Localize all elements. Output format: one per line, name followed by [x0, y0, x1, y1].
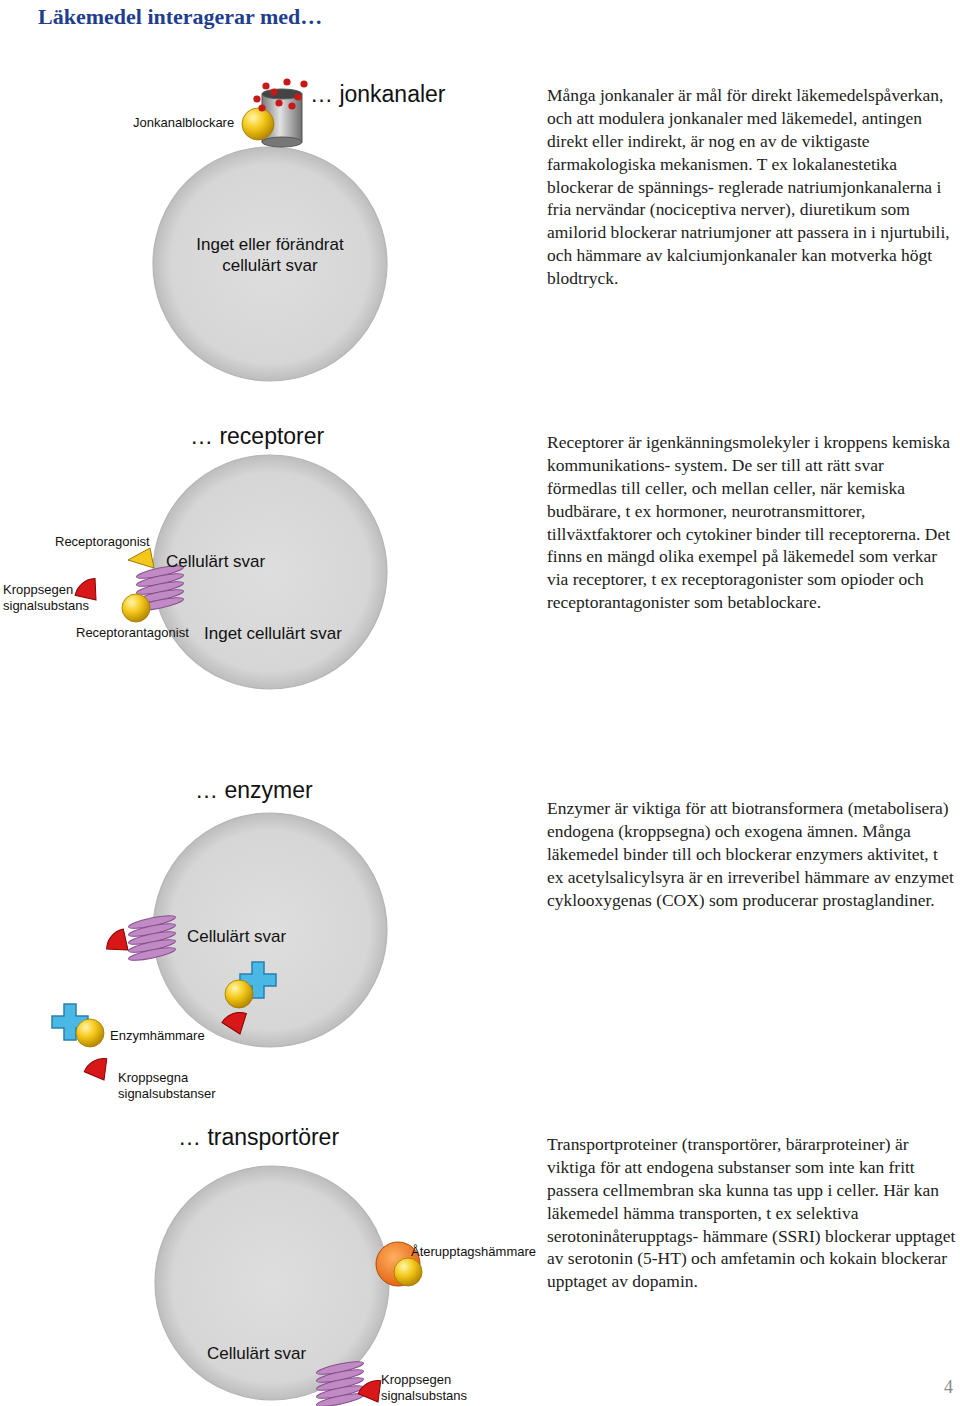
cell-heading: … transportörer	[178, 1123, 339, 1152]
cell-label: Cellulärt svar	[187, 926, 286, 947]
body-text: Receptorer är igenkänningsmolekyler i kr…	[547, 431, 957, 614]
part-label: Enzymhämmare	[110, 1028, 205, 1044]
body-text: Enzymer är viktiga för att biotransforme…	[547, 797, 957, 911]
part-label: Kroppsegen signalsubstans	[381, 1372, 473, 1405]
cell-circle: … receptorerCellulärt svarInget cellulär…	[152, 454, 388, 690]
page-title: Läkemedel interagerar med…	[38, 4, 322, 30]
part-label: Jonkanalblockare	[133, 115, 234, 131]
part-label: Receptoragonist	[55, 534, 150, 550]
cell-label: Inget eller förändrat cellulärt svar	[185, 234, 355, 277]
cell-circle: … transportörerCellulärt svar	[154, 1165, 390, 1401]
part-label: Återupptagshämmare	[411, 1244, 536, 1260]
cell-label: Cellulärt svar	[207, 1343, 306, 1364]
cell-heading: … receptorer	[190, 422, 324, 451]
cell-label: Inget cellulärt svar	[204, 623, 342, 644]
cell-outline	[154, 1165, 390, 1401]
cell-label: Cellulärt svar	[166, 551, 265, 572]
page-number: 4	[944, 1377, 953, 1399]
body-text: Många jonkanaler är mål för direkt läkem…	[547, 84, 957, 290]
cell-circle: … enzymerCellulärt svar	[152, 812, 388, 1048]
cell-outline	[152, 454, 388, 690]
ion-channel	[242, 78, 308, 147]
cell-circle: … jonkanalerInget eller förändrat cellul…	[152, 146, 388, 382]
part-label: Kroppsegen signalsubstans	[3, 582, 95, 615]
body-text: Transportproteiner (transportörer, bärar…	[547, 1133, 957, 1293]
cell-heading: … jonkanaler	[310, 80, 446, 109]
cell-heading: … enzymer	[195, 776, 313, 805]
part-label: Kroppsegna signalsubstanser	[118, 1070, 228, 1103]
part-label: Receptorantagonist	[76, 625, 189, 641]
